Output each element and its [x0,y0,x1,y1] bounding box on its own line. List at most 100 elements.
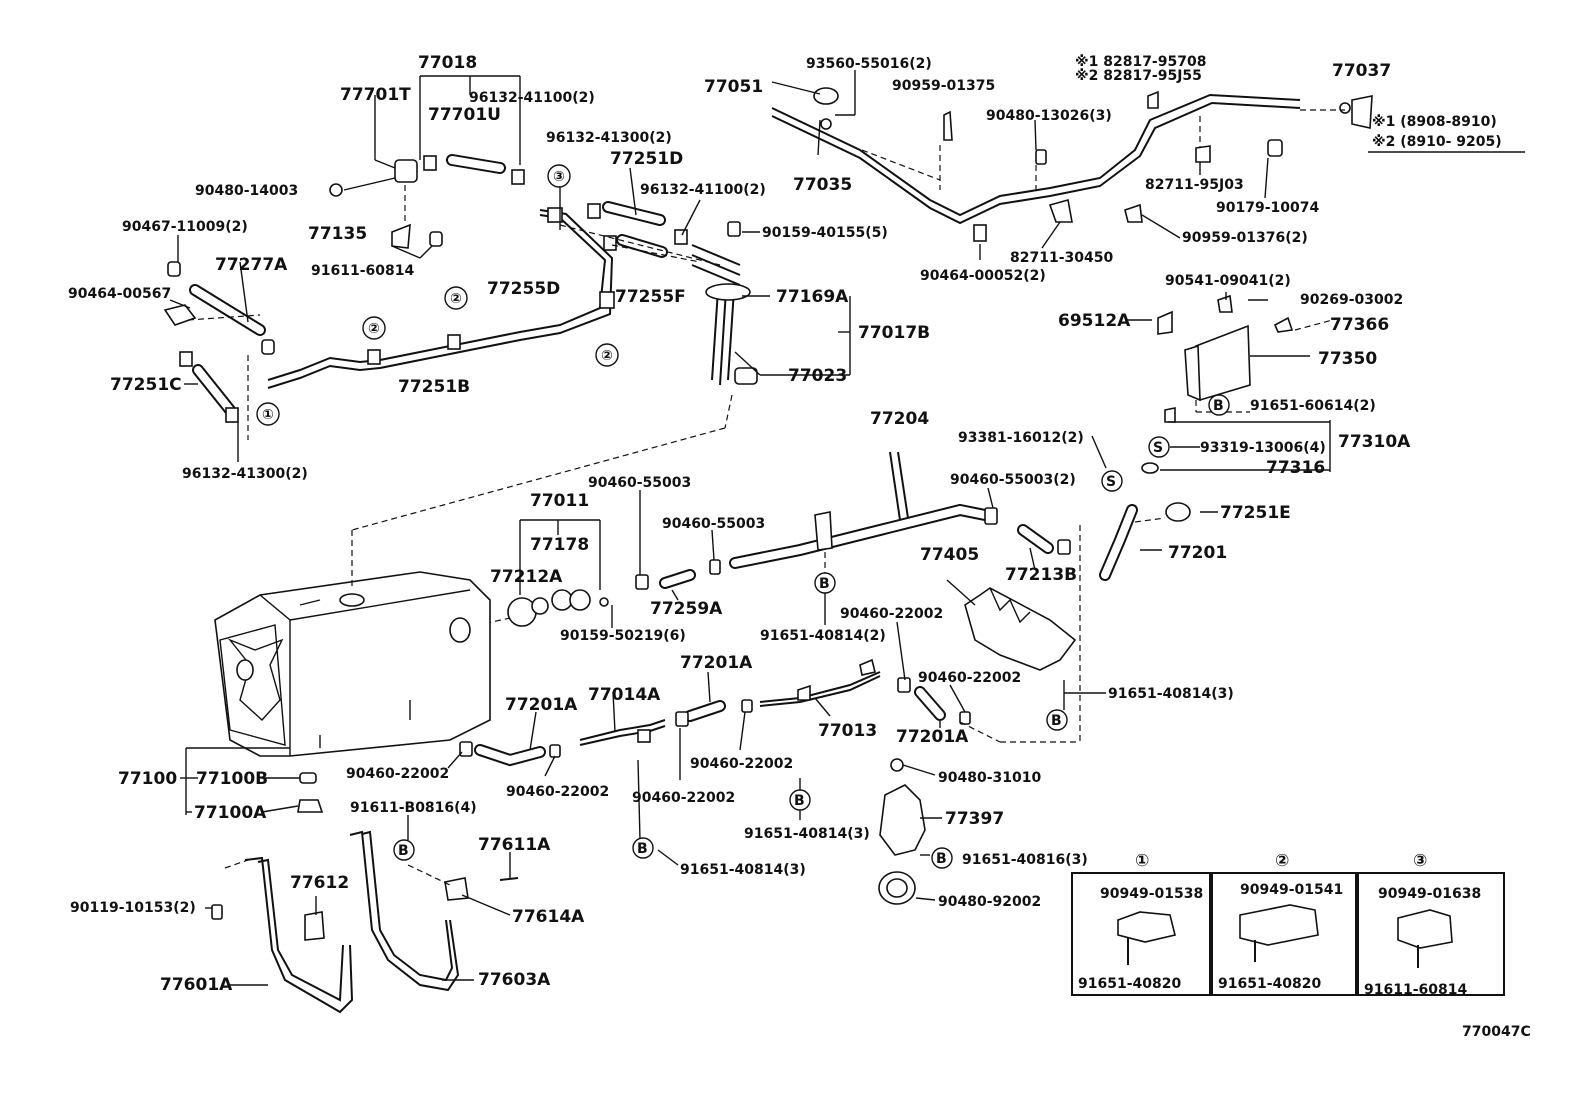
label-77051: 77051 [704,77,763,97]
label-77178: 77178 [530,535,589,555]
label-77366: 77366 [1330,315,1389,335]
label-96132-41100-a: 96132-41100(2) [469,90,595,106]
label-77037: 77037 [1332,61,1391,81]
leader-lines [169,70,1331,986]
label-77017B: 77017B [858,323,930,343]
callout-1: ① [262,407,274,423]
label-77614A: 77614A [512,907,585,927]
label-77350: 77350 [1318,349,1377,369]
fuel-door-77350 [1195,324,1251,402]
fuel-tank-77100 [214,530,491,813]
label-77405: 77405 [920,545,979,565]
label-90460-22002-c: 90460-22002 [346,766,449,782]
label-90480-31010: 90480-31010 [938,770,1041,786]
inset-2-bolt: 91651-40820 [1218,976,1321,992]
label-90959-01376: 90959-01376(2) [1182,230,1308,246]
label-90460-22002-b: 90460-22002 [918,670,1021,686]
label-96132-41300-a: 96132-41300(2) [546,130,672,146]
label-90464-00052: 90464-00052(2) [920,268,1046,284]
label-77701T: 77701T [340,85,411,105]
label-90460-22002-f: 90460-22002 [690,756,793,772]
label-96132-41300-b: 96132-41300(2) [182,466,308,482]
callout-s-b: S [1106,474,1116,490]
label-90480-14003: 90480-14003 [195,183,298,199]
tank-straps [211,830,519,1014]
label-77100A: 77100A [194,803,267,823]
label-77316: 77316 [1266,458,1325,478]
label-90460-55003-c: 90460-55003(2) [950,472,1076,488]
label-90269-03002: 90269-03002 [1300,292,1403,308]
label-90460-55003-a: 90460-55003 [588,475,691,491]
label-77169A: 77169A [776,287,849,307]
label-77255D: 77255D [487,279,560,299]
valve-77701T [394,159,418,183]
part-labels: 77018 77701T 77701U 96132-41100(2) 90480… [68,53,1525,995]
diagram-id: 770047C [1462,1024,1531,1040]
label-77035: 77035 [793,175,852,195]
label-77023: 77023 [788,366,847,386]
label-93319-13006: 93319-13006(4) [1200,440,1326,456]
label-82711-95J03: 82711-95J03 [1145,177,1244,193]
label-90159-50219: 90159-50219(6) [560,628,686,644]
label-77612: 77612 [290,873,349,893]
callout-s-a: S [1153,440,1163,456]
label-77213B: 77213B [1005,565,1077,585]
label-90119-10153: 90119-10153(2) [70,900,196,916]
clamp-2-c [599,291,615,309]
callout-b-b: B [1051,713,1062,729]
note-star1-part: ※1 82817-95708 [1075,54,1206,70]
label-90480-13026: 90480-13026(3) [986,108,1112,124]
label-77201: 77201 [1168,543,1227,563]
label-77397: 77397 [945,809,1004,829]
label-77201A-a: 77201A [680,653,753,673]
callout-b-c: B [794,793,805,809]
label-96132-41100-b: 96132-41100(2) [640,182,766,198]
label-90480-92002: 90480-92002 [938,894,1041,910]
callout-b-e: B [936,851,947,867]
inset-3-bolt: 91611-60814 [1364,982,1467,998]
inset-1-title: ① [1135,851,1149,871]
label-77251D: 77251D [610,149,683,169]
label-91651-40814-d: 91651-40814(3) [680,862,806,878]
label-77277A: 77277A [215,255,288,275]
label-90460-22002-e: 90460-22002 [632,790,735,806]
label-77100B: 77100B [196,769,268,789]
label-77011: 77011 [530,491,589,511]
label-90460-55003-b: 90460-55003 [662,516,765,532]
label-90460-22002-a: 90460-22002 [840,606,943,622]
label-77135: 77135 [308,224,367,244]
label-93381-16012: 93381-16012(2) [958,430,1084,446]
label-82711-30450: 82711-30450 [1010,250,1113,266]
inset-2-part: 90949-01541 [1240,882,1343,898]
inset-2-title: ② [1275,851,1289,871]
label-69512A: 69512A [1058,311,1131,331]
label-77013: 77013 [818,721,877,741]
callout-b-fueldoor: B [1213,398,1224,414]
inset-3-title: ③ [1413,851,1427,871]
label-77310A: 77310A [1338,432,1411,452]
note-star2-range: ※2 (8910- 9205) [1372,134,1502,150]
label-91651-40814-b: 91651-40814(3) [1108,686,1234,702]
label-77201A-c: 77201A [896,727,969,747]
label-91651-40816: 91651-40816(3) [962,852,1088,868]
label-77251B: 77251B [398,377,470,397]
top-right-assembly [771,87,1373,742]
protector-77405 [964,587,1077,671]
label-91651-40814-c: 91651-40814(3) [744,826,870,842]
label-90541-09041: 90541-09041(2) [1165,273,1291,289]
inset-1-bolt: 91651-40820 [1078,976,1181,992]
label-93560-55016: 93560-55016(2) [806,56,932,72]
label-77212A: 77212A [490,567,563,587]
note-star1-range: ※1 (8908-8910) [1372,114,1497,130]
callout-markers: ① ② ② ② ③ B S S B B B B B B [256,164,1230,869]
note-star2-part: ※2 82817-95J55 [1075,68,1202,84]
callout-2-c: ② [601,348,613,364]
callout-b-d: B [637,841,648,857]
callout-2-a: ② [368,321,380,337]
label-77611A: 77611A [478,835,551,855]
callout-2-b: ② [450,291,462,307]
label-77255F: 77255F [615,287,686,307]
label-90959-01375: 90959-01375 [892,78,995,94]
label-77251E: 77251E [1220,503,1291,523]
